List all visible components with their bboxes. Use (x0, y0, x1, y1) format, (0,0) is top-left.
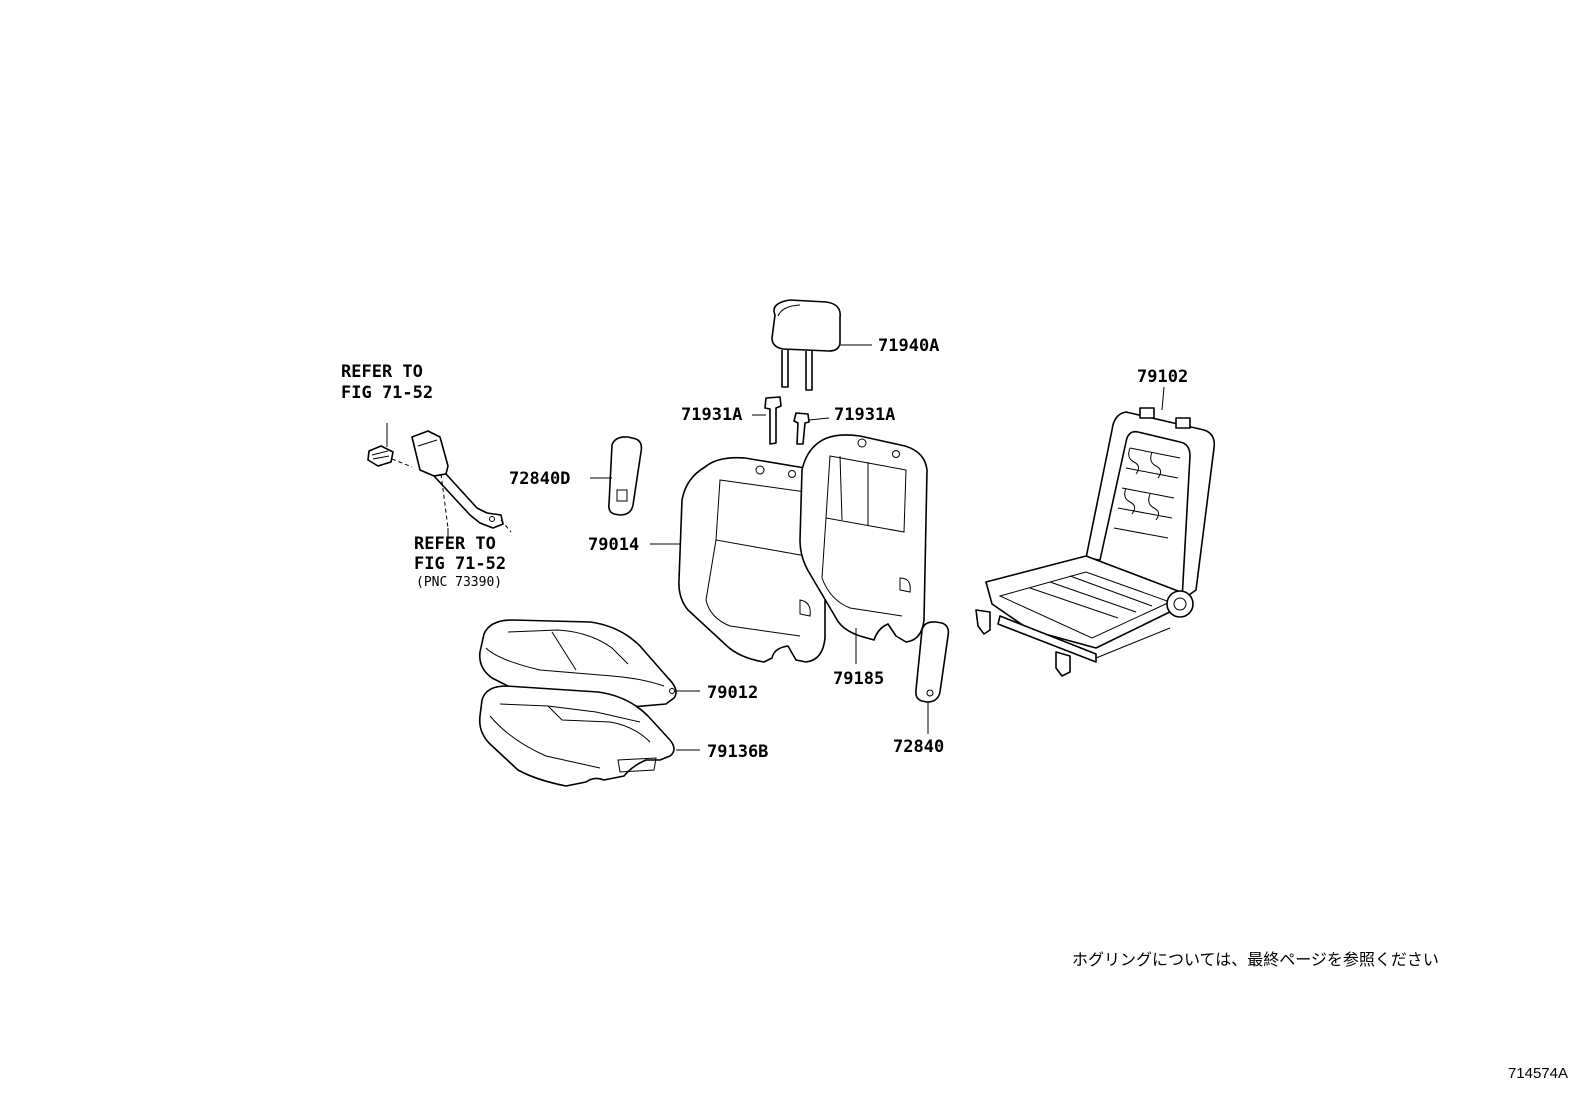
side-cover-right: 72840 (893, 621, 950, 757)
cushion-pad: 79136B (478, 685, 768, 787)
side-cover-left: 72840D (509, 436, 643, 516)
ref-lower-line3: (PNC 73390) (416, 575, 502, 590)
callout-79102: 79102 (1137, 367, 1188, 387)
callout-79136B: 79136B (707, 742, 768, 762)
ref-lower-line1: REFER TO (414, 534, 496, 554)
ref-lower-line2: FIG 71-52 (414, 554, 506, 574)
buckle-strap (411, 430, 512, 540)
buckle-bolt (367, 423, 413, 468)
figure-id: 714574A (1507, 1065, 1568, 1082)
headrest-supports: 71931A 71931A (681, 396, 895, 445)
headrest: 71940A (771, 299, 939, 391)
seatback-cover: 79014 (588, 456, 826, 663)
callout-72840D: 72840D (509, 469, 570, 489)
callout-71940A: 71940A (878, 336, 939, 356)
callout-72840: 72840 (893, 737, 944, 757)
callout-79012: 79012 (707, 683, 758, 703)
callout-71931A-left: 71931A (681, 405, 742, 425)
callout-79185: 79185 (833, 669, 884, 689)
ref-upper-line2: FIG 71-52 (341, 383, 433, 403)
seatback-pad: 79185 (799, 434, 928, 689)
ref-upper-line1: REFER TO (341, 362, 423, 382)
callout-71931A-right: 71931A (834, 405, 895, 425)
callout-79014: 79014 (588, 535, 639, 555)
hog-ring-note: ホグリングについては、最終ページを参照ください (1072, 950, 1439, 969)
seat-frame: 79102 (975, 367, 1216, 677)
seat-belt-buckle: REFER TO FIG 71-52 REFER TO FIG 71-52 (P… (341, 362, 512, 590)
